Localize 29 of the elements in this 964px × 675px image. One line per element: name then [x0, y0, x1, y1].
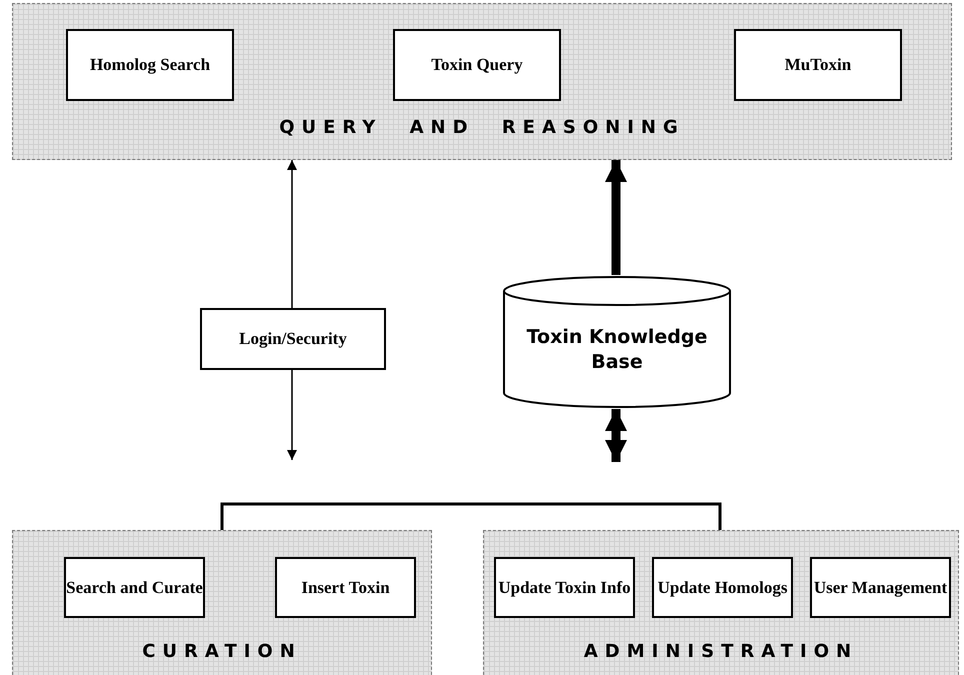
box-label: Login/Security — [239, 329, 347, 349]
process-box — [734, 29, 902, 101]
group-panel — [12, 530, 432, 675]
box-label: Update Homologs — [658, 578, 788, 598]
process-box — [494, 557, 635, 618]
database-label: Toxin Knowledge Base — [526, 325, 708, 375]
panel-heading: CURATION — [142, 641, 302, 662]
process-box — [652, 557, 793, 618]
process-box — [275, 557, 416, 618]
panel-heading: ADMINISTRATION — [584, 641, 858, 662]
process-box — [200, 308, 386, 370]
box-label: User Management — [814, 578, 948, 598]
process-box — [64, 557, 205, 618]
process-box — [810, 557, 951, 618]
arrow — [605, 160, 627, 275]
group-panel — [12, 3, 952, 160]
box-label: Homolog Search — [90, 55, 210, 75]
group-panel — [483, 530, 959, 675]
process-box — [393, 29, 561, 101]
panel-heading: QUERY AND REASONING — [279, 117, 685, 138]
box-label: MuToxin — [784, 55, 852, 75]
process-box — [66, 29, 234, 101]
box-label: Insert Toxin — [301, 578, 390, 598]
box-label: Search and Curate — [66, 578, 203, 598]
arrow — [605, 409, 627, 462]
box-label: Toxin Query — [431, 55, 523, 75]
arrow — [287, 370, 297, 460]
arrow — [287, 160, 297, 308]
box-label: Update Toxin Info — [498, 578, 631, 598]
